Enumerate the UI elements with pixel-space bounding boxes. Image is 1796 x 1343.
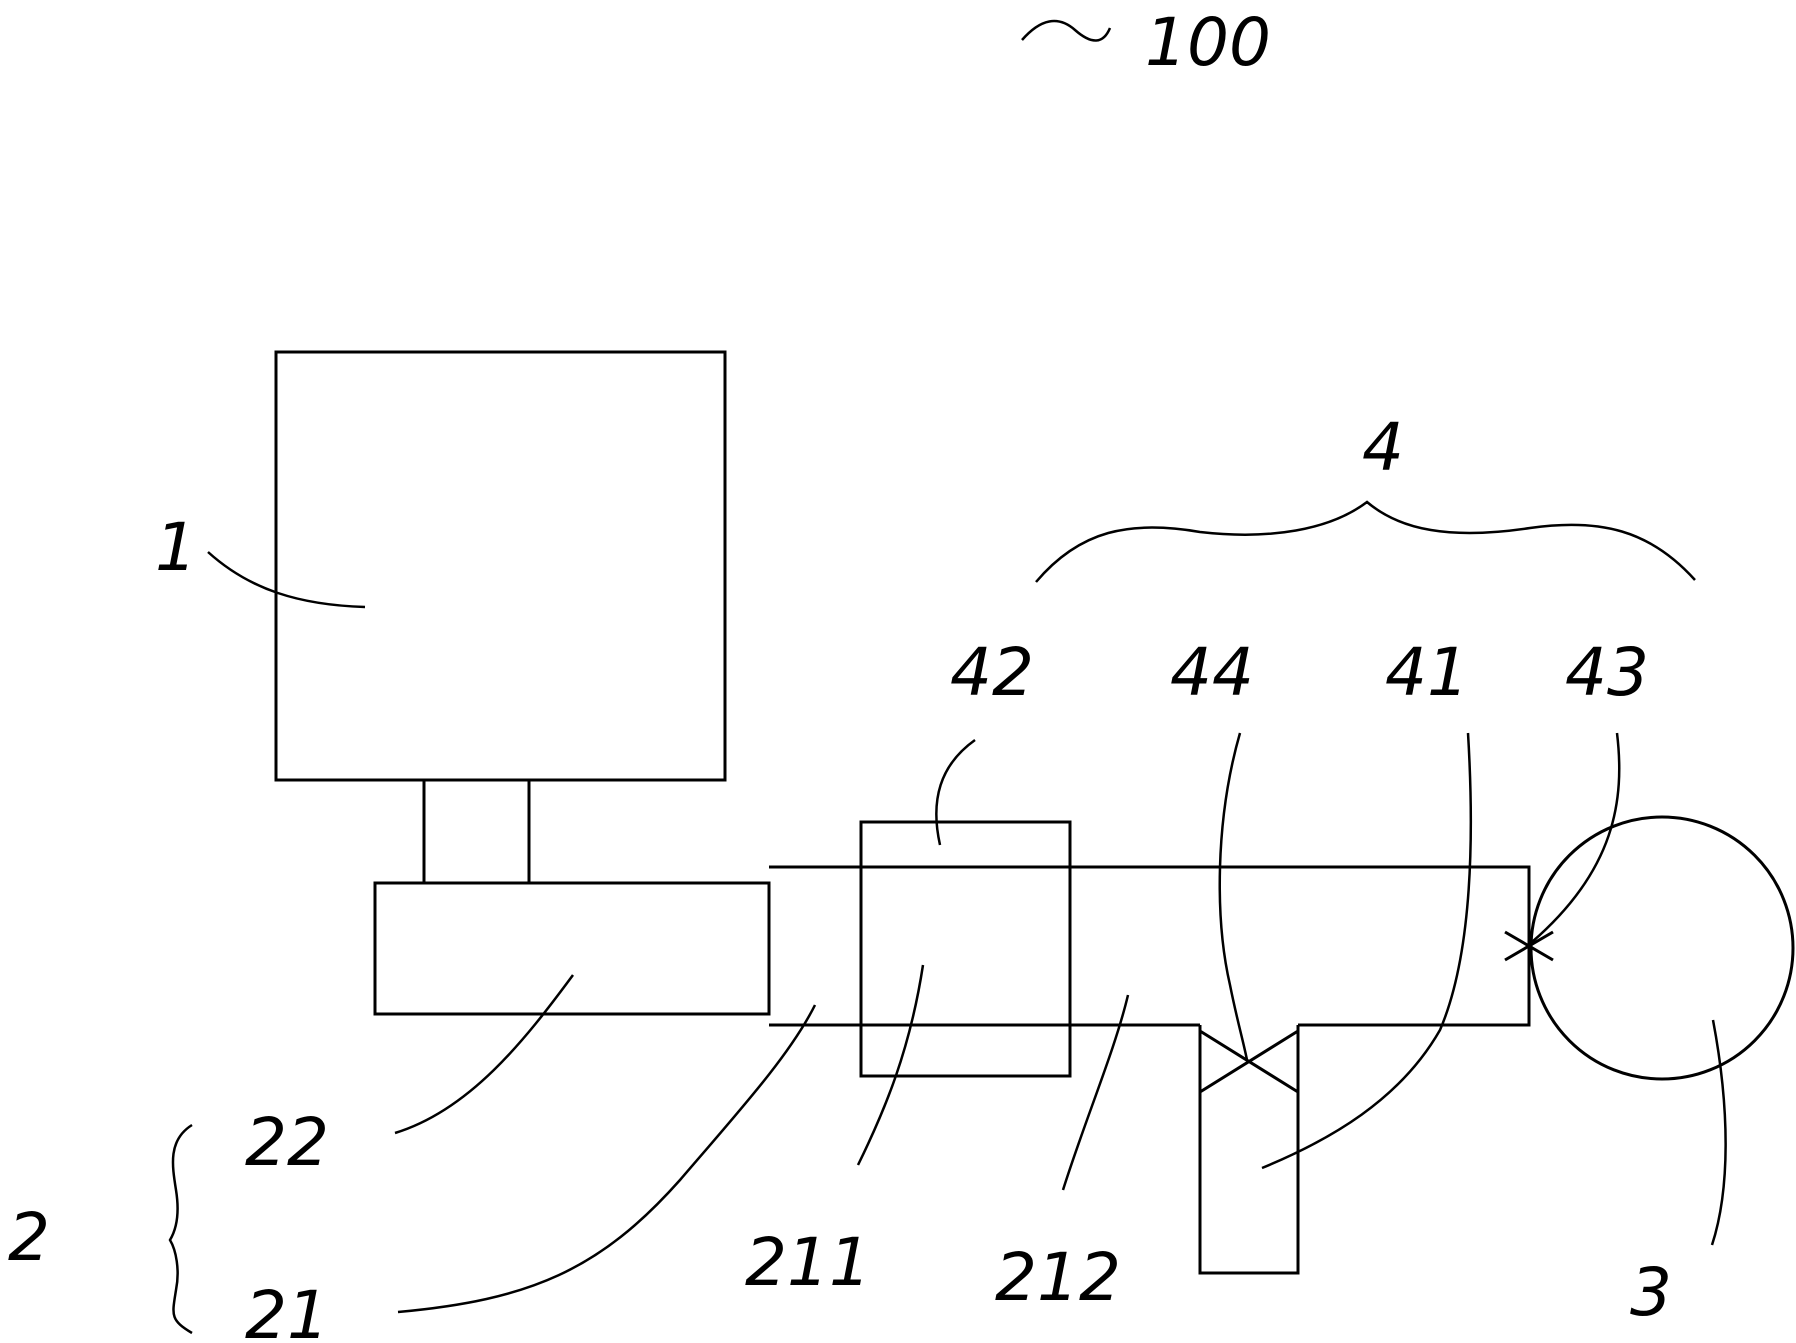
circle-3 (1529, 815, 1795, 1081)
tube-22 (373, 881, 771, 1016)
leader-212 (1061, 994, 1130, 1191)
label-100: 100 (1145, 4, 1271, 81)
label-211: 211 (745, 1224, 871, 1301)
label-21: 21 (245, 1277, 329, 1343)
valve-44 (1199, 1029, 1299, 1094)
leader-211 (856, 964, 925, 1166)
leader-3 (1710, 1019, 1727, 1246)
label-212: 212 (995, 1239, 1121, 1316)
leader-1 (207, 551, 366, 609)
leader-44 (1218, 732, 1249, 1061)
leader-22 (394, 974, 575, 1135)
brace-2 (168, 1123, 193, 1335)
reference-tilde (1021, 19, 1112, 42)
label-41: 41 (1385, 634, 1469, 711)
leader-21 (397, 1004, 817, 1314)
label-3: 3 (1630, 1254, 1672, 1331)
branch-pipe-41 (1198, 1025, 1300, 1275)
label-44: 44 (1170, 634, 1254, 711)
label-1: 1 (155, 509, 197, 586)
body-21 (769, 865, 1531, 1027)
label-42: 42 (950, 634, 1034, 711)
sleeve-42 (859, 820, 1072, 1078)
leader-41 (1261, 732, 1473, 1170)
contact-43 (1504, 930, 1554, 962)
label-22: 22 (245, 1104, 329, 1181)
label-4: 4 (1362, 409, 1404, 486)
leader-43 (1531, 732, 1621, 943)
label-2: 2 (8, 1199, 50, 1276)
label-43: 43 (1565, 634, 1649, 711)
brace-4 (1035, 500, 1696, 583)
box-1 (274, 350, 727, 782)
leader-42 (935, 738, 976, 846)
